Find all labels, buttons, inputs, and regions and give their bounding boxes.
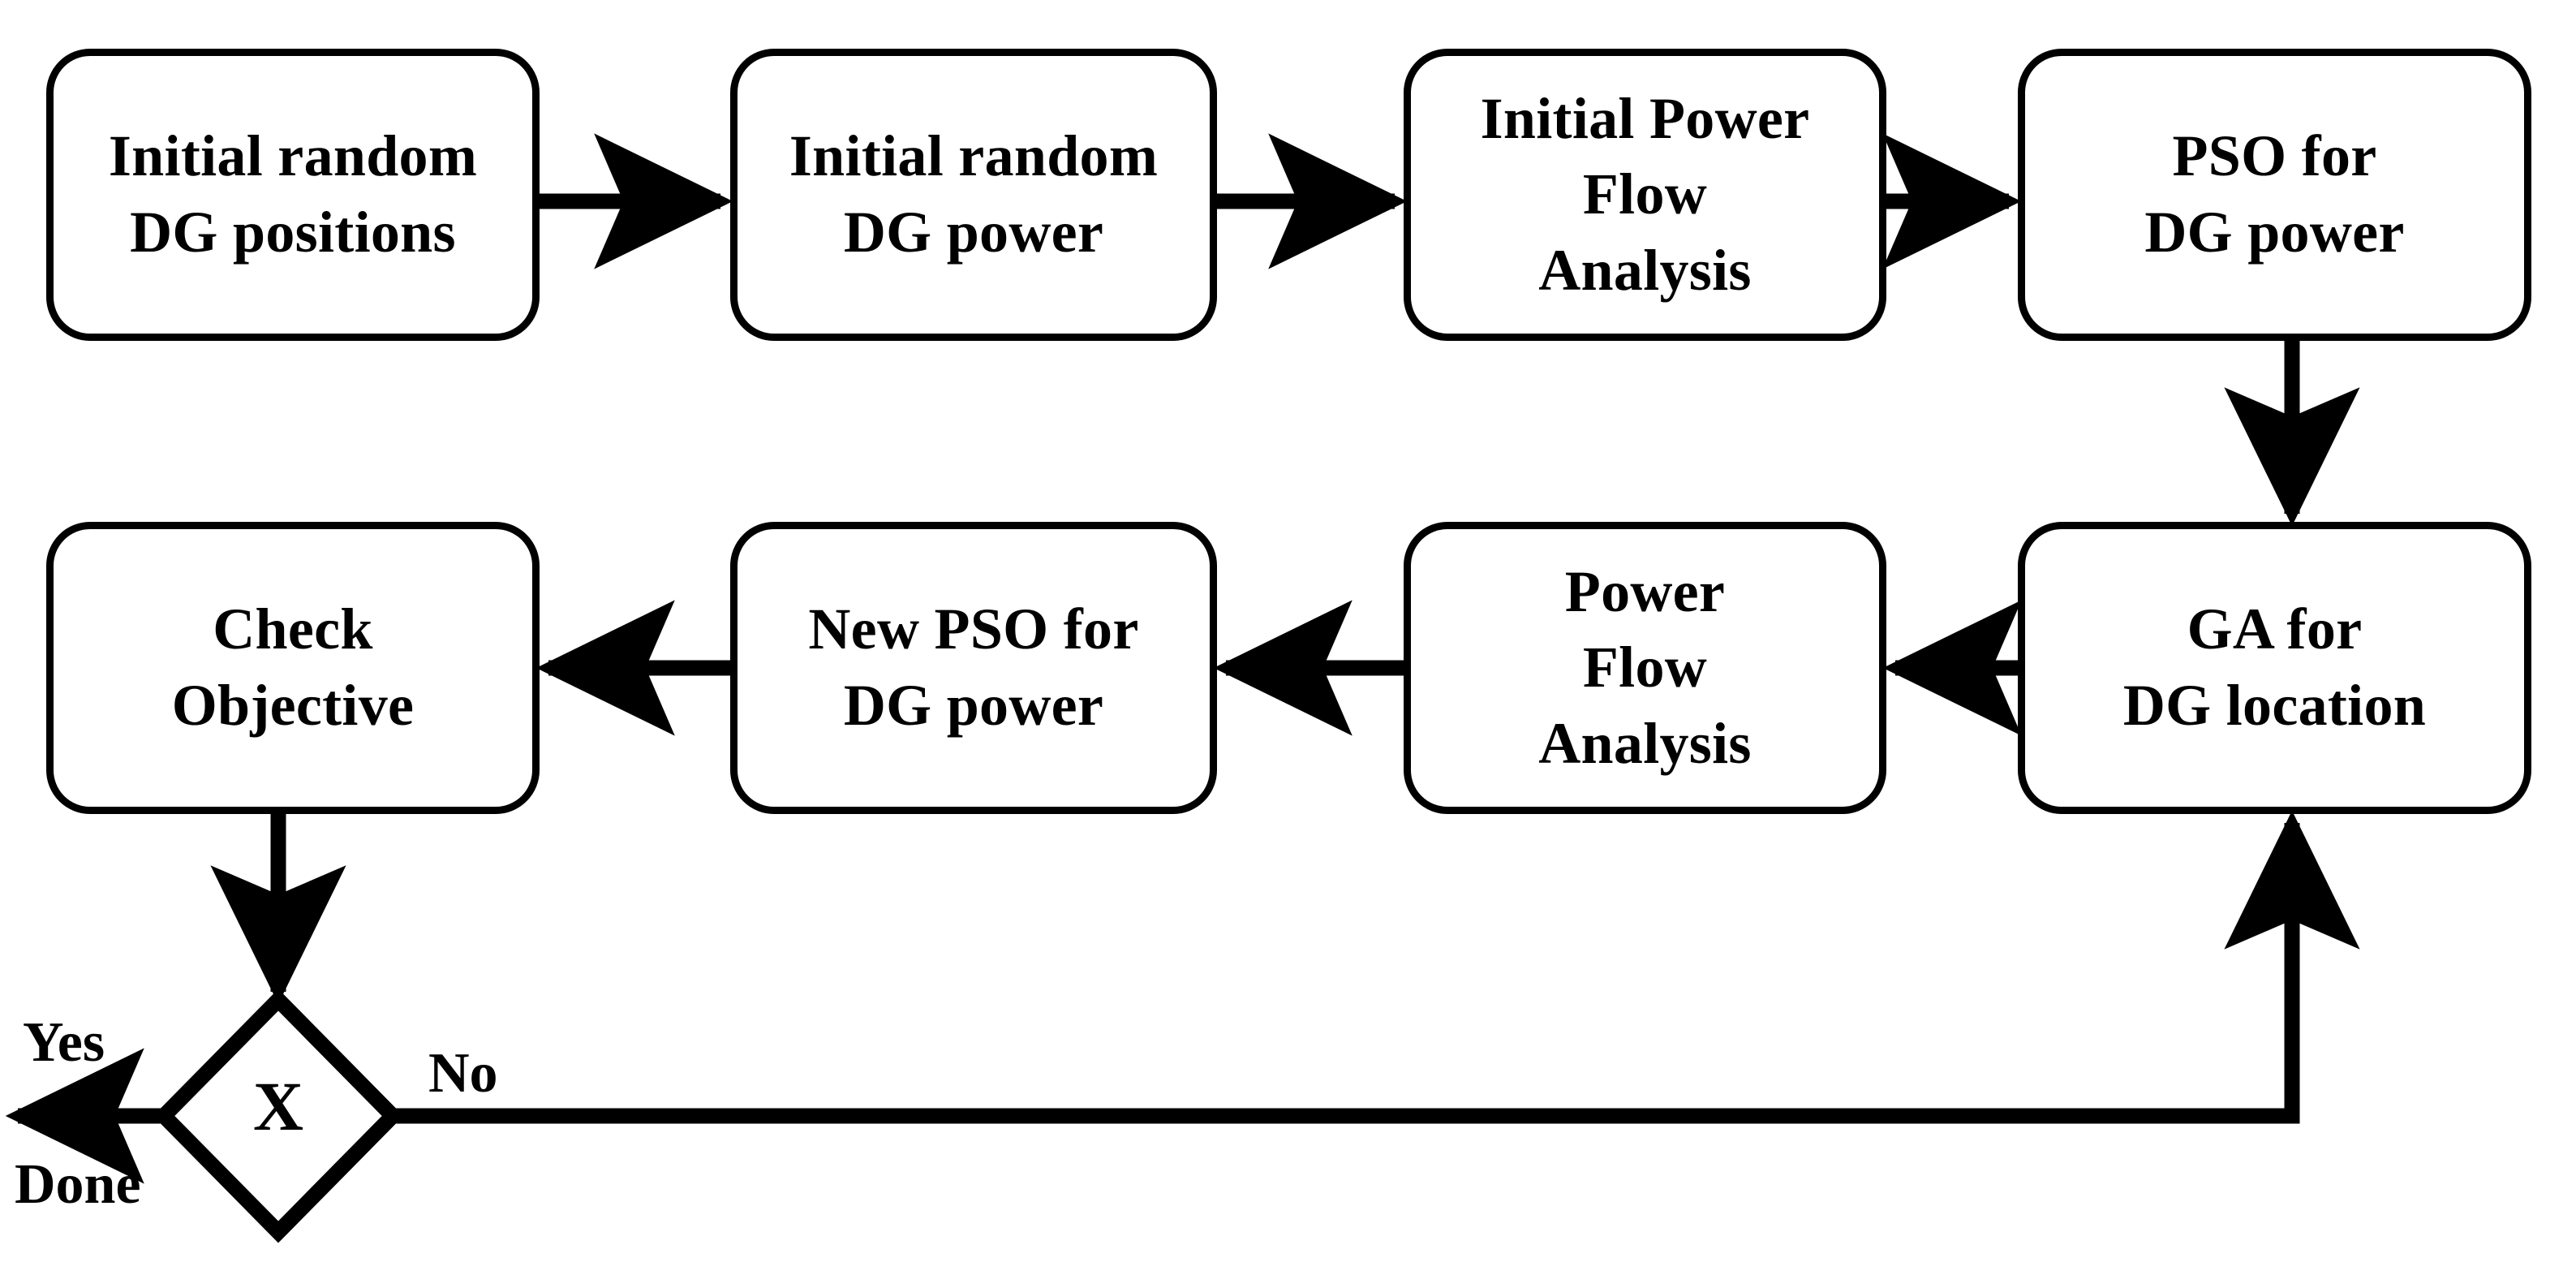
edge-label-yes: Yes [23, 1011, 105, 1074]
node-new-pso-for-dg-power[interactable]: New PSO for DG power [730, 522, 1217, 814]
edge-label-no: No [428, 1042, 498, 1105]
node-label: New PSO for DG power [808, 597, 1139, 738]
node-initial-random-dg-positions[interactable]: Initial random DG positions [46, 49, 540, 341]
decision-diamond-label: X [252, 1067, 304, 1145]
node-label: Initial random DG positions [108, 123, 478, 265]
node-label: Power Flow Analysis [1538, 558, 1752, 776]
arrow-decision-no [393, 810, 2360, 1124]
node-ga-for-dg-location[interactable]: GA for DG location [2018, 522, 2531, 814]
node-initial-random-dg-power[interactable]: Initial random DG power [730, 49, 1217, 341]
node-power-flow-analysis[interactable]: Power Flow Analysis [1404, 522, 1886, 814]
node-check-objective[interactable]: Check Objective [46, 522, 540, 814]
edge-label-done: Done [15, 1153, 141, 1216]
node-label: Check Objective [171, 597, 415, 738]
node-initial-power-flow-analysis[interactable]: Initial Power Flow Analysis [1404, 49, 1886, 341]
node-pso-for-dg-power[interactable]: PSO for DG power [2018, 49, 2531, 341]
node-label: Initial random DG power [789, 123, 1159, 265]
node-label: GA for DG location [2122, 597, 2427, 738]
node-label: PSO for DG power [2144, 123, 2405, 265]
node-label: Initial Power Flow Analysis [1480, 85, 1810, 303]
